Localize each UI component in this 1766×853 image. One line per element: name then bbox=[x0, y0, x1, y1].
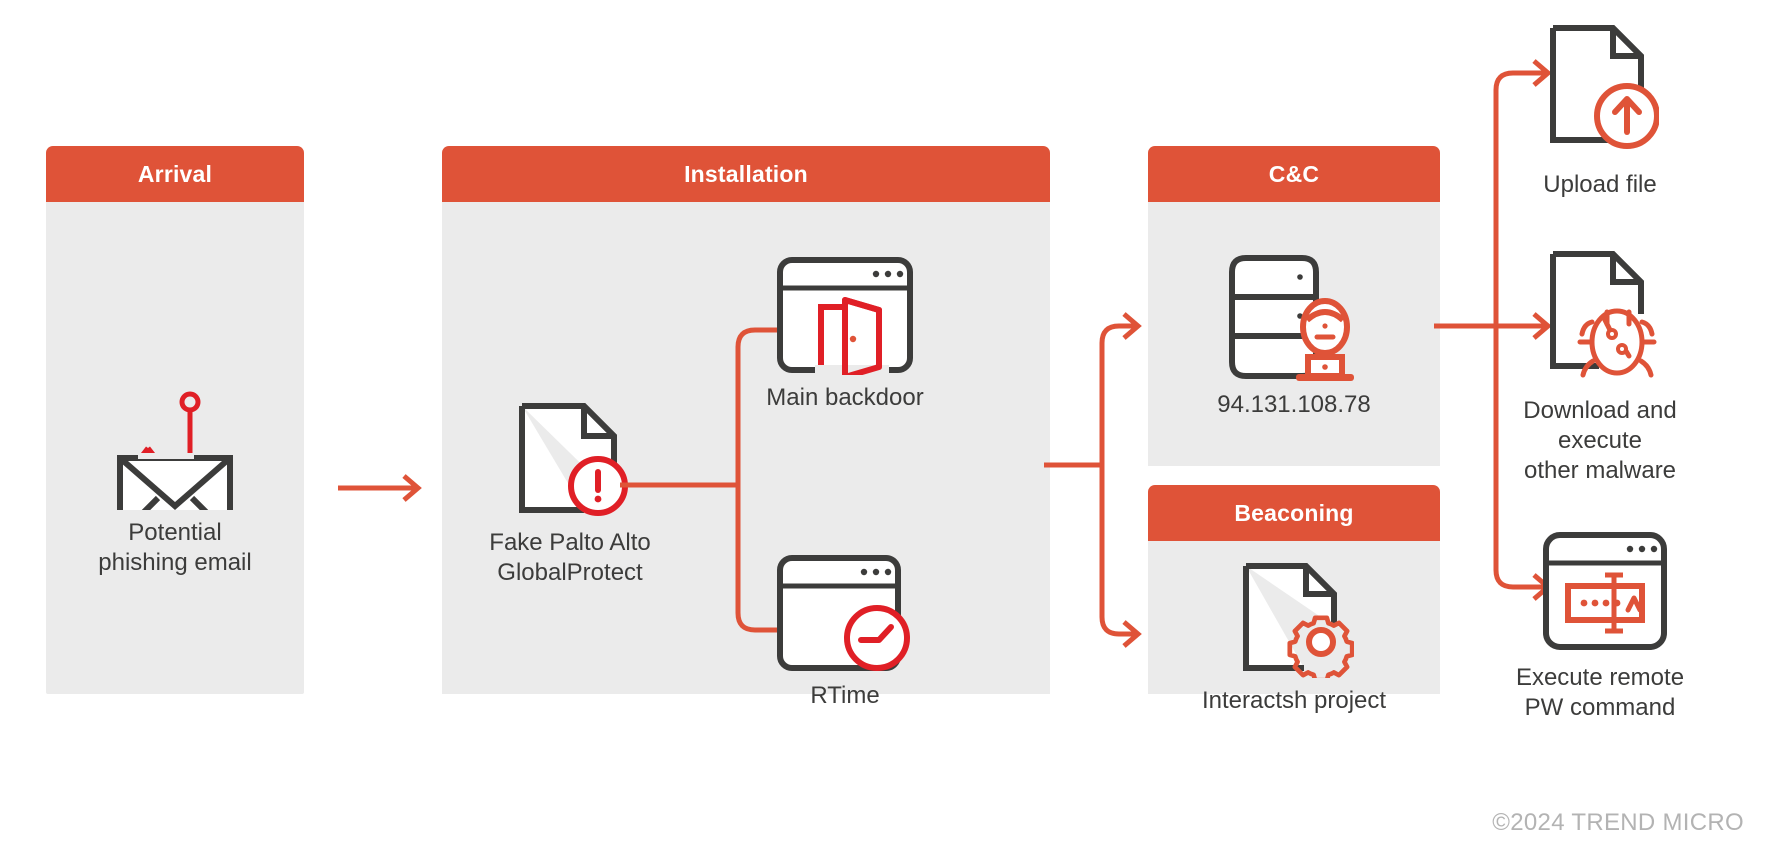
node-label-upload-file: Upload file bbox=[1543, 171, 1657, 198]
node-label-fake-globalprotect: Fake Palto Alto GlobalProtect bbox=[489, 529, 651, 586]
stage-title-beaconing: Beaconing bbox=[1148, 485, 1440, 541]
node-main-backdoor: Main backdoor bbox=[700, 255, 990, 413]
node-label-cc-server: 94.131.108.78 bbox=[1217, 391, 1371, 418]
stage-title-cc: C&C bbox=[1148, 146, 1440, 202]
node-label-rtime: RTime bbox=[810, 682, 880, 709]
stage-panel-arrival: Arrival bbox=[46, 146, 304, 694]
file-bug-icon bbox=[1550, 251, 1657, 378]
node-download-malware: Download and execute other malware bbox=[1450, 248, 1750, 486]
file-gear-icon bbox=[1243, 563, 1354, 678]
browser-password-icon bbox=[1543, 532, 1667, 650]
node-label-main-backdoor: Main backdoor bbox=[766, 384, 924, 411]
envelope-hook-icon bbox=[117, 391, 233, 510]
node-label-download-malware: Download and execute other malware bbox=[1523, 397, 1677, 484]
node-label-interactsh: Interactsh project bbox=[1201, 687, 1387, 714]
browser-open-door-icon bbox=[777, 257, 913, 375]
node-rtime: RTime bbox=[700, 553, 990, 711]
file-warning-icon bbox=[519, 403, 628, 516]
node-upload-file: Upload file bbox=[1450, 22, 1750, 200]
copyright-footer: ©2024 TREND MICRO bbox=[1492, 809, 1744, 836]
node-interactsh: Interactsh project bbox=[1148, 562, 1440, 716]
node-execute-pw: Execute remote PW command bbox=[1450, 530, 1750, 723]
connector-installation-to-cc-beaconing bbox=[1044, 312, 1142, 648]
node-cc-server: 94.131.108.78 bbox=[1148, 252, 1440, 420]
server-hacker-icon bbox=[1229, 255, 1354, 381]
browser-clock-icon bbox=[777, 555, 910, 671]
node-label-phishing-email: Potential phishing email bbox=[98, 519, 252, 576]
connector-arrival-to-installation bbox=[338, 474, 422, 502]
node-fake-globalprotect: Fake Palto Alto GlobalProtect bbox=[450, 400, 690, 588]
stage-title-arrival: Arrival bbox=[46, 146, 304, 202]
stage-title-installation: Installation bbox=[442, 146, 1050, 202]
node-label-execute-pw: Execute remote PW command bbox=[1515, 664, 1685, 721]
file-upload-icon bbox=[1550, 25, 1659, 149]
node-phishing-email: Potential phishing email bbox=[46, 380, 304, 578]
stage-body-arrival bbox=[46, 202, 304, 694]
connector-cc-to-outputs bbox=[1434, 59, 1552, 601]
